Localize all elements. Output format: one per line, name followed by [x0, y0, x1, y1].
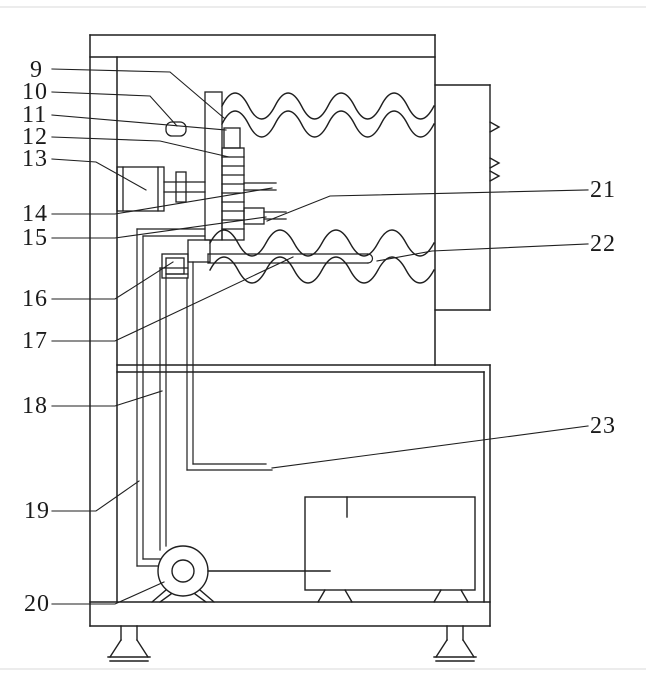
side-panel — [434, 84, 501, 311]
ref-label-18: 18 — [22, 393, 48, 419]
machine-frame — [89, 34, 491, 627]
ref-label-21: 21 — [590, 177, 616, 203]
ref-label-16: 16 — [22, 286, 48, 312]
ref-label-11: 11 — [22, 102, 48, 128]
piping — [136, 228, 374, 567]
upper-screw-conveyor — [221, 92, 435, 138]
reservoir-box — [304, 496, 476, 603]
machine-feet — [107, 625, 477, 662]
ref-label-19: 19 — [24, 498, 50, 524]
mounting-bracket — [161, 239, 211, 279]
ref-label-22: 22 — [590, 231, 616, 257]
pump — [151, 545, 331, 603]
ref-label-14: 14 — [22, 201, 48, 227]
ref-label-20: 20 — [24, 591, 50, 617]
ref-label-12: 12 — [22, 124, 48, 150]
ref-label-13: 13 — [22, 146, 48, 172]
ref-label-9: 9 — [30, 57, 43, 83]
leader-lines — [51, 68, 589, 605]
ref-label-10: 10 — [22, 79, 48, 105]
ref-label-17: 17 — [22, 328, 48, 354]
drive-motor — [116, 166, 206, 212]
ref-label-23: 23 — [590, 413, 616, 439]
gear-shaft-assembly — [165, 91, 287, 241]
ref-label-15: 15 — [22, 225, 48, 251]
scan-border-lines — [0, 6, 646, 670]
